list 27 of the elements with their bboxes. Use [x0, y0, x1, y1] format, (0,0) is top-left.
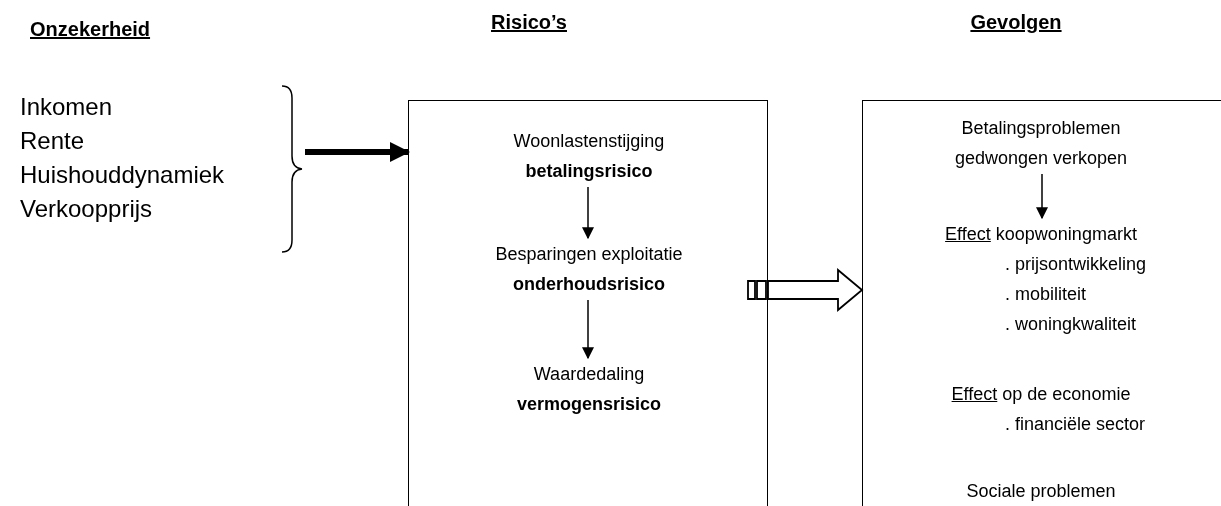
risk-type-text: vermogensrisico: [515, 393, 663, 416]
arrow: [582, 186, 594, 240]
column-heading: Onzekerheid: [30, 18, 151, 41]
bullet-item: . financiële sector: [1004, 413, 1147, 436]
bullet-item: . woningkwaliteit: [1004, 313, 1138, 336]
risk-type-text: onderhoudsrisico: [512, 273, 666, 296]
node-text: Effect op de economie: [950, 383, 1132, 406]
column-heading: Gevolgen: [969, 11, 1063, 34]
list-item: Rente: [20, 127, 85, 155]
list-item: Verkoopprijs: [20, 195, 153, 223]
node-text: Waardedaling: [532, 363, 646, 386]
node-text: gedwongen verkopen: [953, 147, 1129, 170]
node-text: Besparingen exploitatie: [494, 243, 684, 266]
node-text: Effect koopwoningmarkt: [944, 223, 1138, 246]
block-arrow: [747, 268, 864, 312]
list-item: Huishouddynamiek: [20, 161, 225, 189]
risk-type-text: betalingsrisico: [524, 160, 654, 183]
arrow: [582, 299, 594, 360]
node-text: Betalingsproblemen: [960, 117, 1122, 140]
list-item: Inkomen: [20, 93, 113, 121]
bullet-item: . prijsontwikkeling: [1004, 253, 1148, 276]
bullet-item: . mobiliteit: [1004, 283, 1088, 306]
node-text: Sociale problemen: [965, 480, 1117, 503]
arrow: [305, 142, 410, 162]
node-text: Woonlastenstijging: [512, 130, 666, 153]
arrow: [1036, 173, 1048, 220]
column-heading: Risico’s: [490, 11, 568, 34]
